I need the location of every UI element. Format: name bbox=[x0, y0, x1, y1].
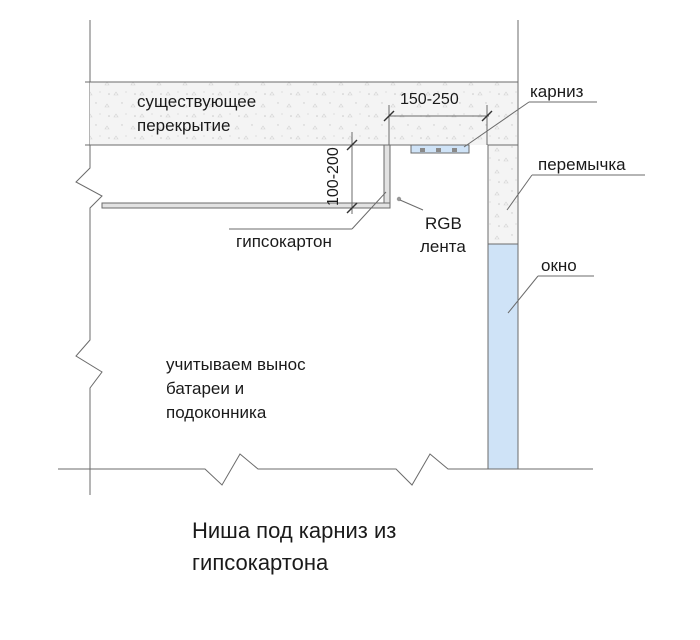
slab-label-line2: перекрытие bbox=[137, 116, 230, 135]
dimension-width bbox=[383, 105, 493, 145]
note-line1: учитываем вынос bbox=[166, 355, 306, 374]
cornice-leader bbox=[463, 101, 530, 148]
title-line2: гипсокартона bbox=[192, 550, 329, 575]
window-label: окно bbox=[541, 256, 577, 275]
slab-label-line1: существующее bbox=[137, 92, 256, 111]
lintel-leader bbox=[506, 174, 533, 211]
rgb-leader bbox=[399, 199, 424, 211]
drywall-box bbox=[101, 144, 402, 209]
cornice bbox=[410, 144, 470, 154]
title-line1: Ниша под карниз из bbox=[192, 518, 396, 543]
note-line3: подоконника bbox=[166, 403, 267, 422]
window-leader bbox=[507, 275, 539, 314]
drywall-label: гипсокартон bbox=[236, 232, 332, 251]
drywall-leader bbox=[351, 191, 387, 230]
note-line2: батареи и bbox=[166, 379, 244, 398]
rgb-label-line1: RGB bbox=[425, 214, 462, 233]
lintel-label: перемычка bbox=[538, 155, 626, 174]
lintel bbox=[487, 144, 519, 245]
left-wall-break-line bbox=[75, 20, 103, 495]
cornice-label: карниз bbox=[530, 82, 584, 101]
window bbox=[487, 243, 519, 470]
existing-slab bbox=[90, 82, 518, 145]
dimension-width-label: 150-250 bbox=[400, 91, 459, 108]
floor-break-line bbox=[58, 453, 593, 486]
rgb-label-line2: лента bbox=[420, 237, 466, 256]
dimension-height-label: 100-200 bbox=[325, 147, 342, 206]
dimension-height bbox=[345, 132, 388, 214]
